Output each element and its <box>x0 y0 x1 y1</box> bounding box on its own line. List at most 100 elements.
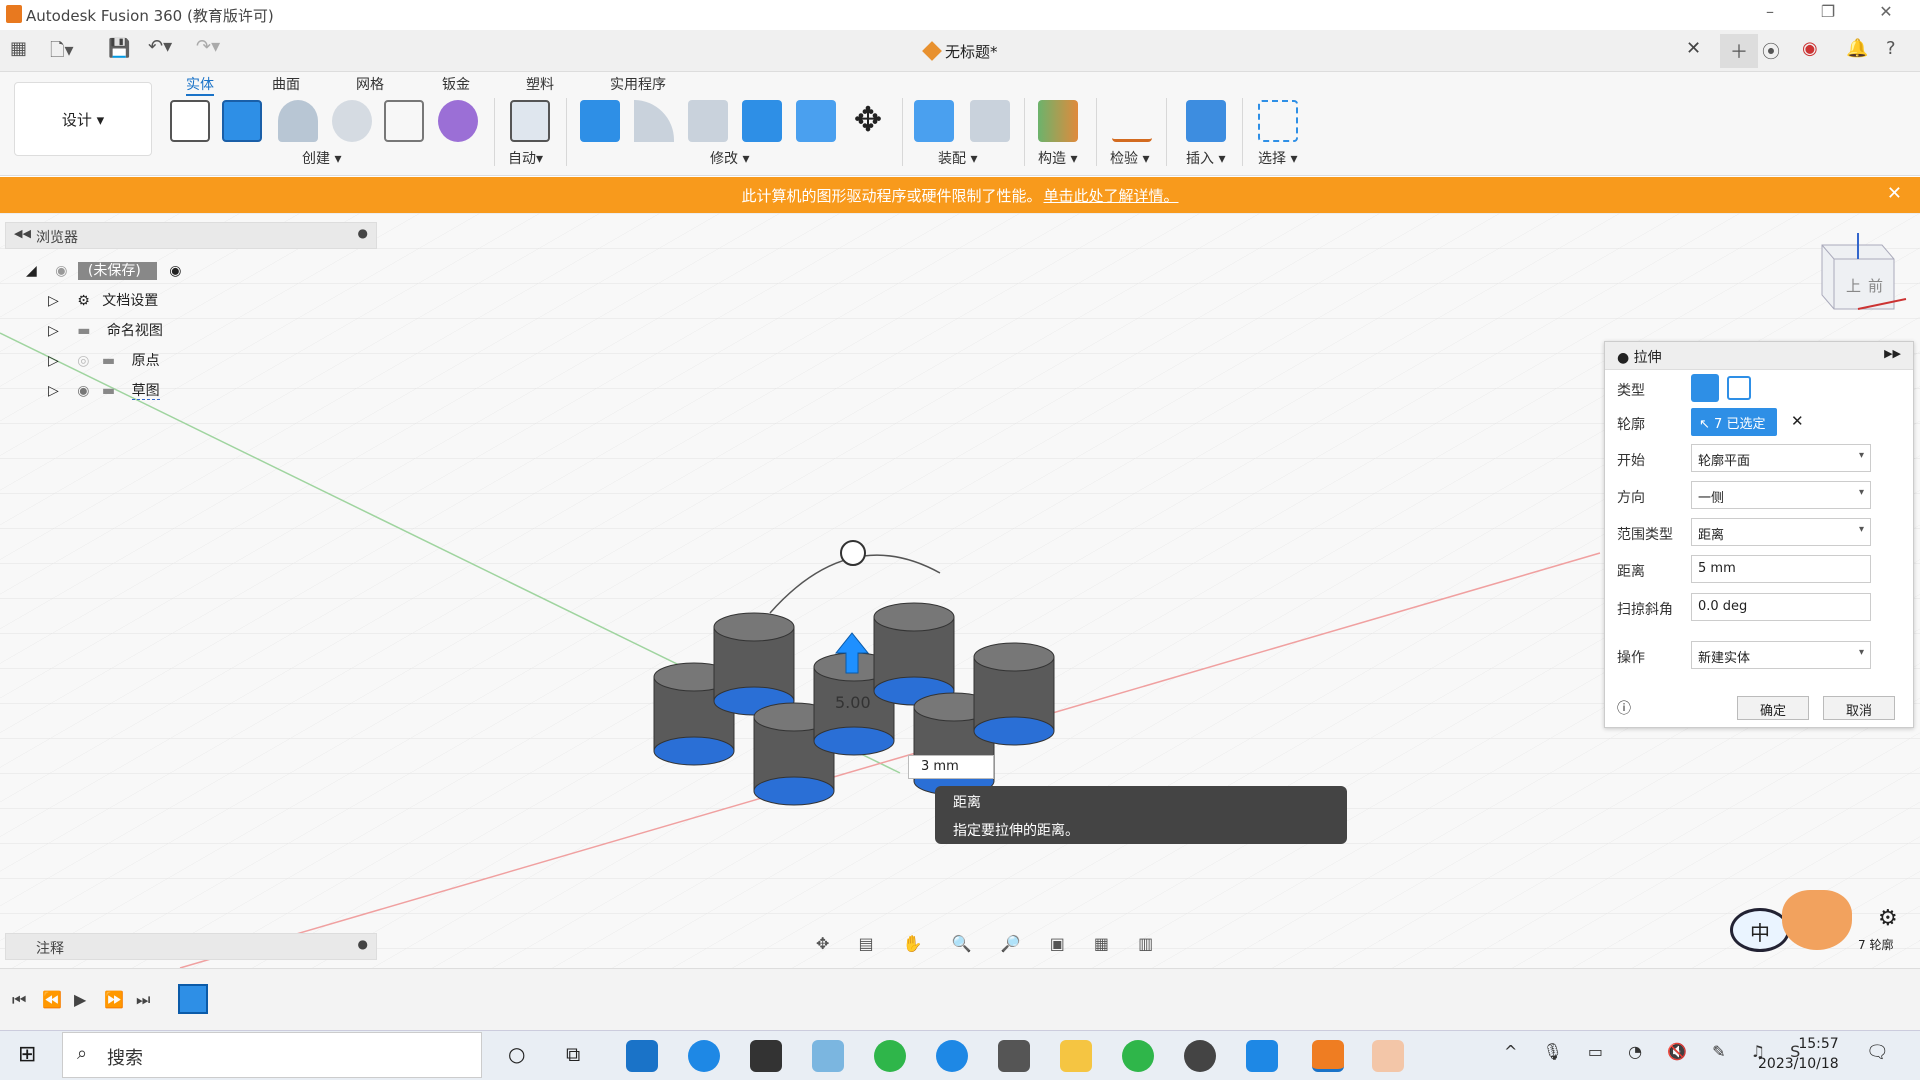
ok-button[interactable]: 确定 <box>1737 696 1809 720</box>
timeline-prev-icon[interactable]: ⏪ <box>42 990 62 1009</box>
operation-select[interactable]: 新建实体 <box>1691 641 1871 669</box>
type-thin-icon[interactable] <box>1727 376 1751 400</box>
joint-icon[interactable] <box>970 100 1010 142</box>
clear-selection-icon[interactable]: ✕ <box>1791 412 1804 430</box>
edge-dev-icon[interactable] <box>874 1040 906 1072</box>
viewcube[interactable]: 上 前 <box>1821 233 1907 310</box>
active-radio-icon[interactable]: ◉ <box>169 263 182 279</box>
tree-root[interactable]: ◢ ◉ (未保存) ◉ <box>26 260 182 280</box>
pointer-app-icon[interactable] <box>1246 1040 1278 1072</box>
taskbar-search[interactable]: ⌕ 搜索 <box>62 1032 482 1078</box>
ime-mode-indicator[interactable]: 中 <box>1730 908 1790 952</box>
shell-icon[interactable] <box>796 100 836 142</box>
navigation-bar[interactable]: ✥ ▤ ✋ 🔍 🔎 ▣ ▦ ▥ <box>816 934 1166 953</box>
taper-angle-input[interactable]: 0.0 deg <box>1691 593 1871 621</box>
notification-center-icon[interactable]: 🗨 <box>1866 1042 1889 1063</box>
construct-group-label[interactable]: 构造 ▾ <box>1038 151 1078 167</box>
job-status-icon[interactable]: ◉ <box>1802 38 1818 59</box>
tab-utilities[interactable]: 实用程序 <box>610 77 666 93</box>
extent-type-select[interactable]: 距离 <box>1691 518 1871 546</box>
modify-group-label[interactable]: 修改 ▾ <box>710 151 750 167</box>
eye-icon[interactable]: ◉ <box>55 263 68 279</box>
settings-gear-icon[interactable]: ⚙ <box>1878 906 1898 931</box>
timeline-last-icon[interactable]: ⏭ <box>136 990 151 1009</box>
minimize-icon[interactable]: – <box>1766 2 1774 21</box>
restore-icon[interactable]: ❐ <box>1820 2 1836 21</box>
feishu-icon[interactable] <box>936 1040 968 1072</box>
eye-icon[interactable]: ◉ <box>77 383 90 399</box>
notes-panel-header[interactable]: 注释 ● <box>5 933 377 960</box>
combine-icon[interactable] <box>742 100 782 142</box>
notes-pin-icon[interactable]: ● <box>357 937 368 951</box>
canvas-viewport[interactable]: 5.00 上 前 <box>0 213 1920 968</box>
tree-item-named-views[interactable]: ▷ ▬ 命名视图 <box>48 323 163 339</box>
timeline-first-icon[interactable]: ⏮ <box>12 990 27 1009</box>
profile-selection[interactable]: ↖ 7 已选定 <box>1691 408 1777 436</box>
save-icon[interactable]: 💾 <box>108 38 131 59</box>
banner-close-icon[interactable]: ✕ <box>1886 183 1902 204</box>
cortana-icon[interactable]: ○ <box>508 1042 526 1066</box>
type-solid-icon[interactable] <box>1691 374 1719 402</box>
browser-panel-header[interactable]: ◀◀ 浏览器 ● <box>5 222 377 249</box>
windows-start-icon[interactable]: ⊞ <box>18 1042 37 1067</box>
measure-icon[interactable] <box>1112 100 1152 142</box>
form-icon[interactable] <box>438 100 478 142</box>
info-icon[interactable]: ⓘ <box>1617 701 1631 717</box>
insert-image-icon[interactable] <box>1186 100 1226 142</box>
tab-solid[interactable]: 实体 <box>186 74 214 96</box>
powerpoint-icon[interactable] <box>1372 1040 1404 1072</box>
start-select[interactable]: 轮廓平面 <box>1691 444 1871 472</box>
undo-icon[interactable]: ↶▾ <box>148 36 173 57</box>
press-pull-icon[interactable] <box>580 100 620 142</box>
automate-group-label[interactable]: 自动▾ <box>508 151 544 167</box>
create-sketch-icon[interactable] <box>170 100 210 142</box>
file-explorer-icon[interactable] <box>1060 1040 1092 1072</box>
redo-icon[interactable]: ↷▾ <box>196 36 221 57</box>
inspect-group-label[interactable]: 检验 ▾ <box>1110 151 1150 167</box>
mail-icon[interactable] <box>626 1040 658 1072</box>
tree-item-document-settings[interactable]: ▷ ⚙ 文档设置 <box>48 293 159 309</box>
tab-sheet-metal[interactable]: 钣金 <box>442 77 470 93</box>
chamfer-icon[interactable] <box>688 100 728 142</box>
offset-plane-icon[interactable] <box>1038 100 1078 142</box>
collapse-arrow-icon[interactable]: ◢ <box>26 263 37 279</box>
new-component-icon[interactable] <box>914 100 954 142</box>
data-panel-icon[interactable]: ⦿ <box>1762 42 1780 63</box>
help-icon[interactable]: ? <box>1886 38 1896 59</box>
store-icon[interactable] <box>750 1040 782 1072</box>
workspace-switcher[interactable]: 设计 ▾ <box>14 82 152 156</box>
banner-link[interactable]: 单击此处了解详情。 <box>1043 186 1179 205</box>
task-view-icon[interactable]: ⧉ <box>566 1042 581 1066</box>
tree-item-origin[interactable]: ▷ ◎ ▬ 原点 <box>48 353 160 369</box>
pattern-icon[interactable] <box>384 100 424 142</box>
camera-icon[interactable] <box>998 1040 1030 1072</box>
tab-plastic[interactable]: 塑料 <box>526 77 554 93</box>
move-icon[interactable]: ✥ <box>853 100 883 140</box>
grid-menu-icon[interactable]: ▦ <box>10 38 28 59</box>
system-tray-icons[interactable]: ^ 🎙 ▭ ◔ 🔇 ✎ ♫ S <box>1504 1042 1811 1061</box>
select-group-label[interactable]: 选择 ▾ <box>1258 151 1298 167</box>
browser-pin-icon[interactable]: ● <box>357 226 368 240</box>
tab-surface[interactable]: 曲面 <box>272 77 300 93</box>
document-tab[interactable]: 无标题* <box>922 36 998 66</box>
new-tab-icon[interactable]: ＋ <box>1720 34 1758 68</box>
timeline-next-icon[interactable]: ⏩ <box>104 990 124 1009</box>
timeline-sketch-feature[interactable] <box>178 984 208 1014</box>
tab-mesh[interactable]: 网格 <box>356 77 384 93</box>
steering-icon[interactable] <box>1184 1040 1216 1072</box>
assemble-group-label[interactable]: 装配 ▾ <box>938 151 978 167</box>
distance-input[interactable]: 5 mm <box>1691 555 1871 583</box>
automate-icon[interactable] <box>510 100 550 142</box>
eye-hidden-icon[interactable]: ◎ <box>77 353 90 369</box>
cancel-button[interactable]: 取消 <box>1823 696 1895 720</box>
app-icon[interactable] <box>812 1040 844 1072</box>
file-menu-icon[interactable]: 🗋▾ <box>50 40 74 61</box>
hole-icon[interactable] <box>332 100 372 142</box>
fusion-taskbar-icon[interactable] <box>1312 1040 1344 1072</box>
insert-group-label[interactable]: 插入 ▾ <box>1186 151 1226 167</box>
revolve-icon[interactable] <box>278 100 318 142</box>
canvas-distance-input[interactable]: 3 mm <box>908 755 994 779</box>
wechat-icon[interactable] <box>1122 1040 1154 1072</box>
collapse-browser-icon[interactable]: ◀◀ <box>14 227 31 240</box>
select-icon[interactable] <box>1258 100 1298 142</box>
